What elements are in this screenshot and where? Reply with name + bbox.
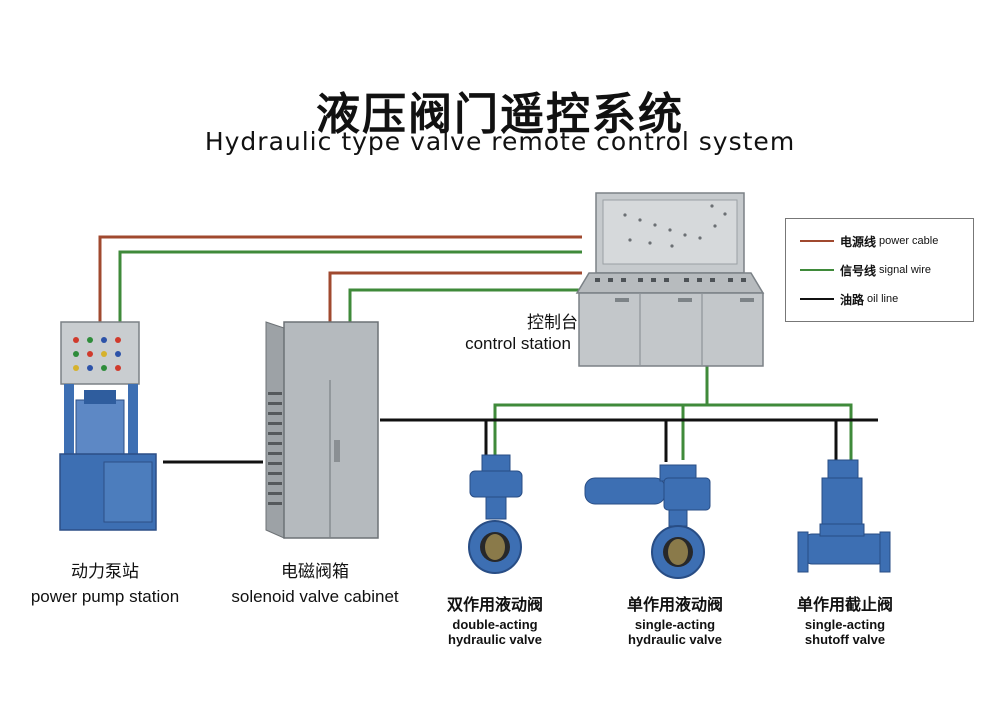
legend-label-zh: 油路 (840, 292, 865, 307)
label-zh: 控制台 (527, 313, 578, 333)
legend-label-en: signal wire (879, 264, 931, 276)
solenoid-valve-cabinet-label: 电磁阀箱 solenoid valve cabinet (215, 562, 415, 606)
label-en-line1: single-acting (634, 617, 716, 633)
label-en-line2: shutoff valve (804, 632, 886, 648)
control-station-console (575, 192, 765, 367)
label-zh: 单作用截止阀 (796, 595, 893, 614)
double-acting-valve-unit (468, 454, 523, 574)
legend-label-en: oil line (867, 293, 899, 305)
label-en-line2: hydraulic valve (448, 632, 542, 648)
legend-swatch-power (800, 240, 834, 242)
double-acting-valve-label: 双作用液动阀 double-acting hydraulic valve (425, 595, 565, 648)
label-zh: 动力泵站 (71, 562, 139, 582)
signal-wire-lines (118, 250, 853, 460)
solenoid-valve-cabinet-unit (265, 321, 379, 539)
title-english: Hydraulic type valve remote control syst… (204, 127, 796, 156)
legend-label-zh: 电源线 (840, 234, 877, 249)
power-pump-station-unit (59, 321, 157, 531)
legend-swatch-oil (800, 298, 834, 300)
label-en: power pump station (30, 586, 180, 606)
legend: 电源线 power cable 信号线 signal wire 油路 oil l… (785, 218, 974, 322)
label-en-line2: hydraulic valve (628, 632, 722, 648)
label-en-line1: double-acting (452, 617, 538, 633)
control-station-label: 控制台 control station (448, 313, 588, 353)
single-acting-valve-unit (584, 464, 711, 579)
title-chinese: 液压阀门遥控系统 (316, 89, 684, 140)
power-cable-lines (98, 235, 582, 322)
single-acting-valve-label: 单作用液动阀 single-acting hydraulic valve (605, 595, 745, 648)
legend-label-zh: 信号线 (840, 263, 877, 278)
legend-item-oil-line: 油路 oil line (800, 291, 898, 307)
label-zh: 双作用液动阀 (446, 595, 543, 614)
shutoff-valve-label: 单作用截止阀 single-acting shutoff valve (775, 595, 915, 648)
legend-item-power-cable: 电源线 power cable (800, 233, 938, 249)
legend-item-signal-wire: 信号线 signal wire (800, 262, 931, 278)
label-en-line1: single-acting (804, 617, 886, 633)
shutoff-valve-unit (797, 459, 891, 573)
label-en: solenoid valve cabinet (231, 586, 399, 606)
label-en: control station (465, 333, 571, 353)
oil-lines (163, 418, 878, 464)
legend-swatch-signal (800, 269, 834, 271)
label-zh: 单作用液动阀 (626, 595, 723, 614)
legend-label-en: power cable (879, 235, 939, 247)
power-pump-station-label: 动力泵站 power pump station (10, 562, 200, 606)
label-zh: 电磁阀箱 (281, 562, 349, 582)
